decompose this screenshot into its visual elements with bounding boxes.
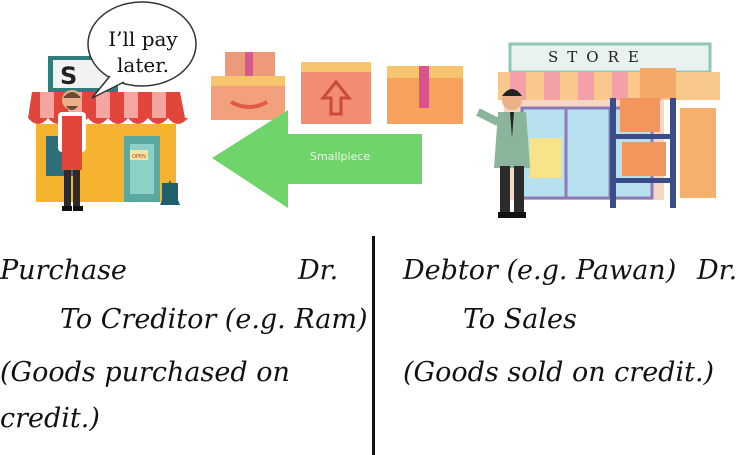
store-sign-text: STORE: [548, 48, 648, 66]
speech-bubble-text: I’ll pay later.: [108, 27, 178, 77]
left-narration-line1: (Goods purchased on: [0, 357, 290, 388]
right-narration: (Goods sold on credit.): [403, 357, 715, 388]
right-credit-account: To Sales: [463, 304, 577, 335]
open-sign-text: OPEN: [132, 154, 146, 160]
flow-arrow: [212, 110, 422, 208]
left-debit-marker: Dr.: [298, 255, 339, 286]
right-debit-account: Debtor (e.g. Pawan): [403, 255, 677, 286]
left-credit-account: To Creditor (e.g. Ram): [60, 304, 368, 335]
left-debit-account: Purchase: [0, 255, 127, 286]
left-narration-line2: credit.): [0, 403, 100, 434]
shop-sign-text: S: [60, 62, 77, 90]
goods-boxes-illustration: [211, 52, 463, 124]
speech-bubble: [87, 1, 197, 99]
watermark-text: Smallpiece: [310, 150, 371, 163]
right-debit-marker: Dr.: [697, 255, 738, 286]
column-divider: [372, 236, 375, 455]
seller-store-illustration: [476, 42, 720, 218]
